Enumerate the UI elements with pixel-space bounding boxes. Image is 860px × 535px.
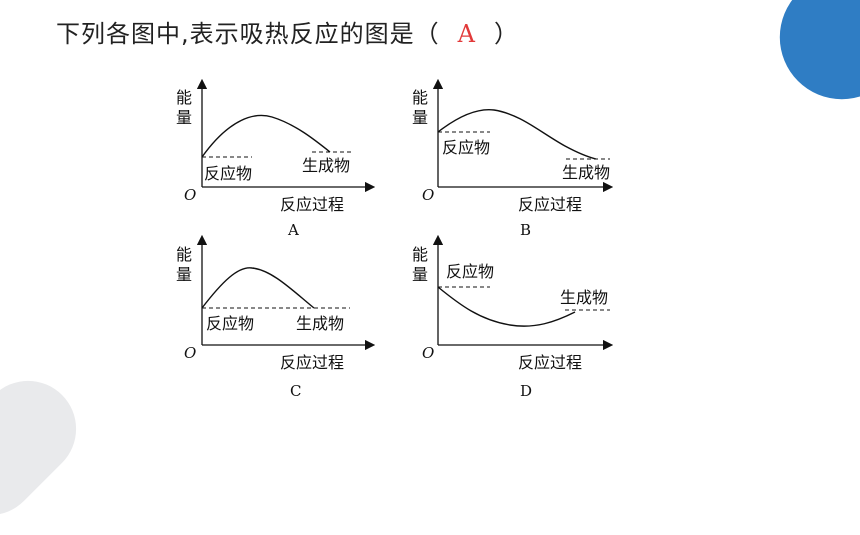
diagram-b: 能 量 O 反应过程 反应物 生成物 B xyxy=(412,78,614,239)
question-prefix: 下列各图中,表示吸热反应的图是（ xyxy=(56,20,440,48)
y-axis-label-2: 量 xyxy=(412,108,428,127)
x-axis-label: 反应过程 xyxy=(518,195,582,214)
product-label: 生成物 xyxy=(302,156,350,175)
diagram-a: 能 量 O 反应过程 反应物 生成物 A xyxy=(176,78,376,239)
question-suffix: ） xyxy=(493,20,519,48)
y-axis-label-1: 能 xyxy=(412,88,428,107)
y-axis-label-2: 量 xyxy=(176,265,192,284)
y-axis-label-2: 量 xyxy=(412,265,428,284)
product-label: 生成物 xyxy=(562,163,610,182)
reactant-label: 反应物 xyxy=(446,262,494,281)
caption: C xyxy=(290,382,301,400)
answer-text: A xyxy=(457,20,476,48)
energy-curve xyxy=(201,114,331,158)
reactant-label: 反应物 xyxy=(204,164,252,183)
diagram-d: 能 量 O 反应过程 反应物 生成物 D xyxy=(412,234,614,400)
energy-curve xyxy=(437,108,597,160)
y-axis-label-1: 能 xyxy=(412,245,428,264)
energy-curve xyxy=(201,267,315,309)
y-axis-label-1: 能 xyxy=(176,88,192,107)
x-axis-label: 反应过程 xyxy=(280,353,344,372)
x-axis-label: 反应过程 xyxy=(280,195,344,214)
origin-label: O xyxy=(184,186,196,204)
diagram-c: 能 量 O 反应过程 反应物 生成物 C xyxy=(176,234,376,400)
product-label: 生成物 xyxy=(560,288,608,307)
caption: D xyxy=(520,382,532,400)
x-axis-label: 反应过程 xyxy=(518,353,582,372)
reactant-label: 反应物 xyxy=(206,314,254,333)
reactant-label: 反应物 xyxy=(442,138,490,157)
caption: A xyxy=(287,221,299,239)
caption: B xyxy=(520,221,531,239)
y-axis-label-1: 能 xyxy=(176,245,192,264)
y-axis-label-2: 量 xyxy=(176,108,192,127)
origin-label: O xyxy=(184,344,196,362)
origin-label: O xyxy=(422,186,434,204)
origin-label: O xyxy=(422,344,434,362)
energy-curve xyxy=(437,286,576,327)
question-text: 下列各图中,表示吸热反应的图是（ A ） xyxy=(56,14,519,49)
energy-diagrams: 能 量 O 反应过程 反应物 生成物 A 能 量 O 反应过程 反应物 生成物 … xyxy=(176,78,614,400)
product-label: 生成物 xyxy=(296,314,344,333)
